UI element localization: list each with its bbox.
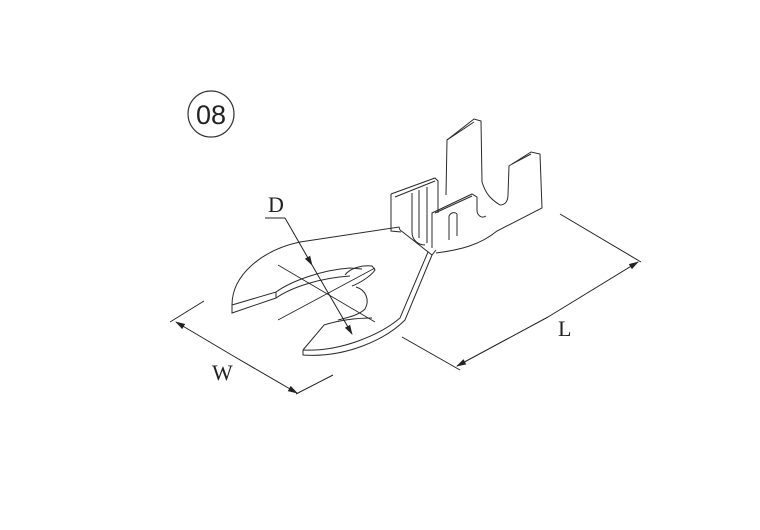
badge-label: 08 [196, 100, 226, 130]
dimension-label-d: D [268, 192, 284, 217]
terminal-body [231, 118, 543, 356]
part-number-badge: 08 [187, 90, 235, 138]
dimension-label-l: L [558, 316, 571, 341]
dimension-diameter: D [265, 192, 376, 335]
dimension-label-w: W [212, 360, 233, 385]
dimension-width: W [169, 300, 334, 395]
dimension-length: L [401, 213, 642, 371]
